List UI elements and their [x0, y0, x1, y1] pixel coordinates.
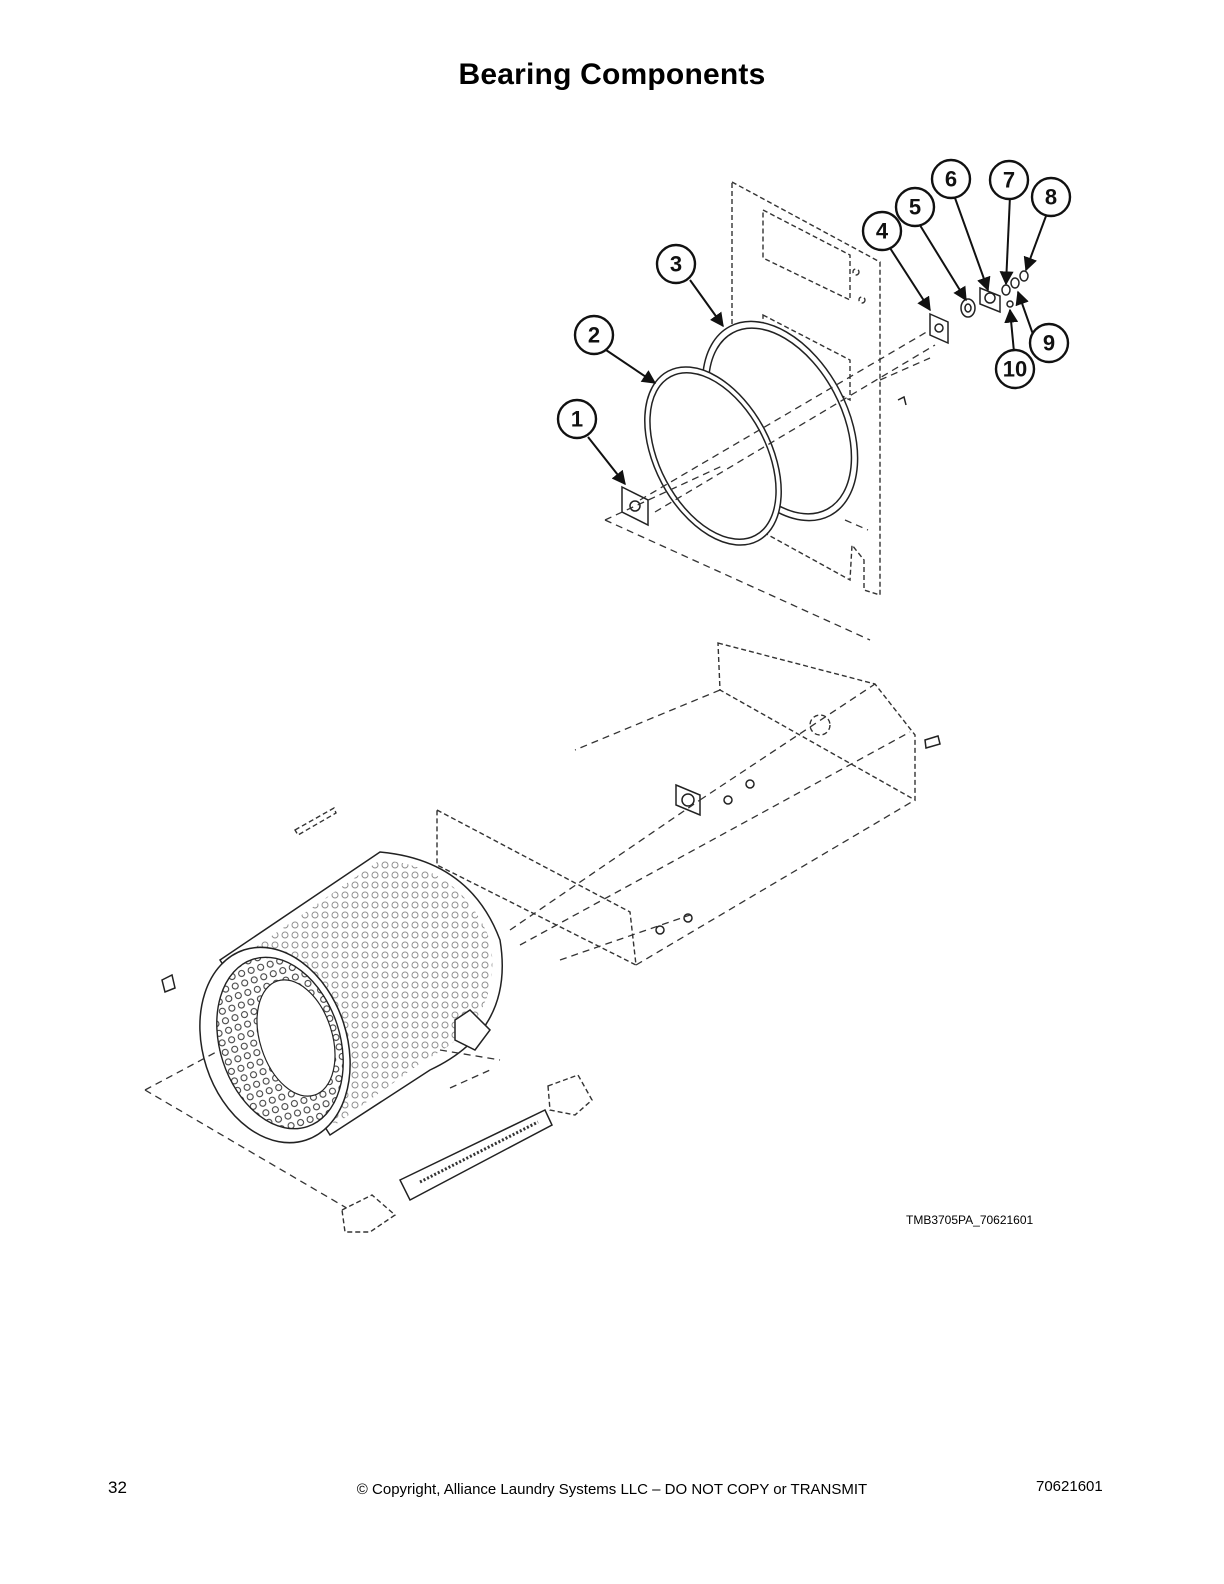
svg-text:2: 2: [588, 323, 600, 348]
svg-text:4: 4: [876, 219, 889, 244]
front-rail: [436, 808, 693, 967]
copyright-notice: © Copyright, Alliance Laundry Systems LL…: [356, 1481, 868, 1498]
drum-seal-rings: [644, 320, 859, 546]
callout-8: 8: [1030, 176, 1072, 218]
lower-dashed-guides: [144, 1049, 501, 1211]
callout-3: 3: [655, 243, 697, 285]
callout-10: 10: [994, 348, 1036, 390]
page-number: 32: [108, 1478, 127, 1497]
svg-text:1: 1: [571, 407, 583, 432]
rear-cover-strip: [717, 642, 941, 802]
middle-dashed-guides: [509, 683, 916, 966]
svg-text:3: 3: [670, 252, 682, 277]
lifter-baffle: [341, 1074, 593, 1233]
svg-text:5: 5: [909, 195, 921, 220]
bearing-plate-front: [621, 485, 649, 527]
callout-leaders: [587, 195, 1047, 486]
upper-dashed-guides: [604, 329, 936, 641]
shaft-pin: [294, 806, 337, 836]
callout-7: 7: [988, 159, 1030, 201]
svg-text:7: 7: [1003, 168, 1015, 193]
callout-9: 9: [1028, 322, 1070, 364]
svg-text:10: 10: [1003, 357, 1027, 382]
callout-2: 2: [573, 314, 615, 356]
callout-5: 5: [894, 186, 936, 228]
callout-1: 1: [556, 398, 598, 440]
svg-text:9: 9: [1043, 331, 1055, 356]
callout-4: 4: [861, 210, 903, 252]
figure-code: TMB3705PA_70621601: [906, 1213, 1034, 1227]
page-title: Bearing Components: [458, 58, 766, 91]
svg-text:6: 6: [945, 167, 957, 192]
svg-text:8: 8: [1045, 185, 1057, 210]
bearing-stack: [897, 270, 1029, 406]
perforated-drum: [161, 851, 503, 1144]
callout-6: 6: [930, 158, 972, 200]
document-number: 70621601: [1036, 1478, 1103, 1495]
trunnion-housing: [675, 779, 755, 817]
